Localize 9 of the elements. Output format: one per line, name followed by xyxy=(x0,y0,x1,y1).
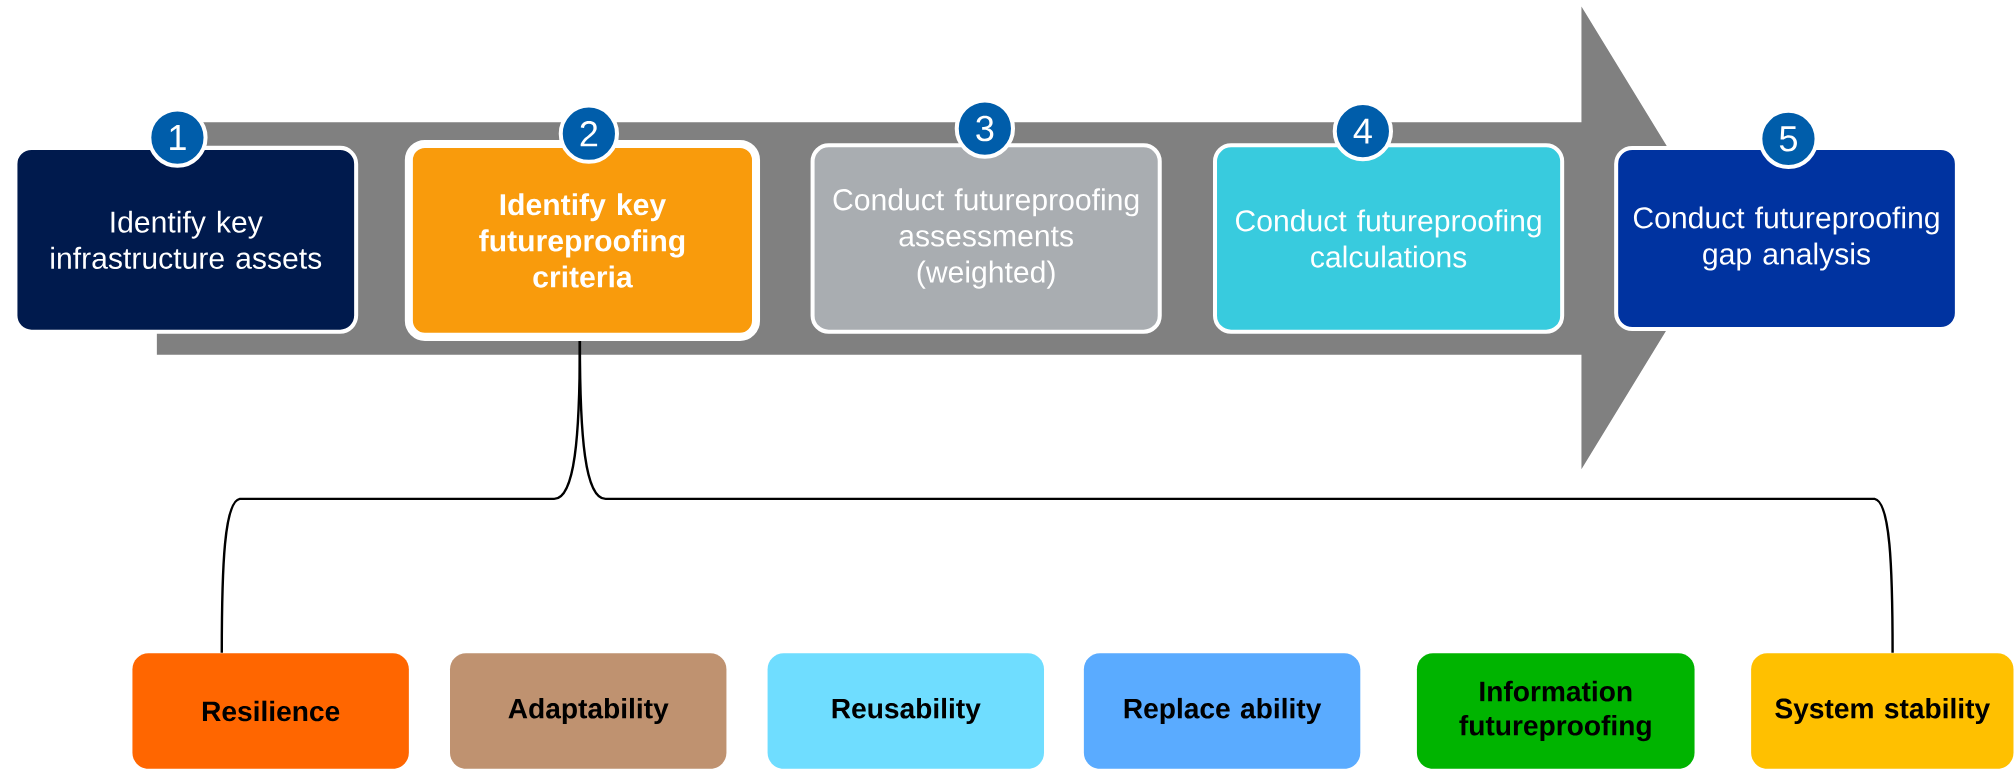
step-box: Conduct futureproofing assessments (weighted) xyxy=(810,143,1162,334)
criterion-box: Adaptability xyxy=(450,652,727,769)
curly-brace xyxy=(578,340,1894,653)
criterion-box: System stability xyxy=(1751,652,2014,769)
criterion-box: Reusability xyxy=(767,652,1044,769)
criterion-box: Resilience xyxy=(132,652,409,769)
step-box: Conduct futureproofing calculations xyxy=(1213,143,1565,334)
criterion-box: Replace ability xyxy=(1083,652,1361,769)
criterion-box: Information futureproofing xyxy=(1416,652,1695,769)
